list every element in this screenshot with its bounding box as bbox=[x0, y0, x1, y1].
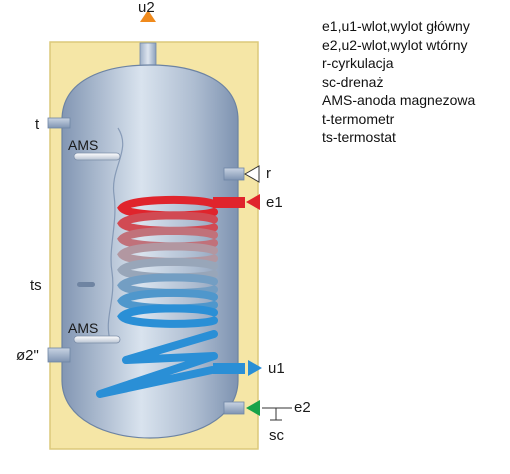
coil-inlet-e1 bbox=[213, 197, 245, 208]
anode-top bbox=[73, 152, 121, 161]
label-u2: u2 bbox=[138, 0, 155, 16]
legend-item: r-cyrkulacja bbox=[322, 55, 394, 71]
coil-loop bbox=[117, 304, 218, 328]
stub-e2 bbox=[223, 401, 245, 415]
label-r: r bbox=[266, 165, 271, 182]
legend-item: e1,u1-wlot,wylot główny bbox=[322, 18, 470, 34]
label-e1: e1 bbox=[266, 194, 283, 211]
label-ts: ts bbox=[30, 277, 42, 294]
thermostat-sensor bbox=[77, 282, 95, 287]
label-ams-bottom: AMS bbox=[68, 320, 98, 336]
coil-outlet-u1 bbox=[213, 363, 245, 374]
legend-item: ts-termostat bbox=[322, 129, 396, 145]
label-pipe-size: ø2" bbox=[16, 347, 39, 364]
triangle-right-icon bbox=[248, 360, 262, 376]
heating-coil bbox=[96, 195, 218, 398]
triangle-left-icon bbox=[246, 400, 260, 416]
triangle-up-icon bbox=[140, 10, 156, 22]
label-sc: sc bbox=[269, 427, 285, 444]
stub-pipe-size bbox=[47, 347, 71, 363]
label-e2: e2 bbox=[294, 399, 311, 416]
stub-t bbox=[47, 117, 71, 129]
coil-return-loop bbox=[96, 330, 218, 398]
legend: e1,u1-wlot,wylot główny e2,u2-wlot,wylot… bbox=[322, 17, 475, 147]
anode-bottom bbox=[73, 335, 121, 344]
stub-r bbox=[223, 167, 245, 181]
label-t: t bbox=[35, 116, 40, 133]
label-ams-top: AMS bbox=[68, 137, 98, 153]
legend-item: sc-drenaż bbox=[322, 73, 384, 90]
label-u1: u1 bbox=[268, 360, 285, 377]
legend-item: AMS-anoda magnezowa bbox=[322, 92, 476, 108]
legend-item: t-termometr bbox=[322, 110, 395, 127]
legend-item: e2,u2-wlot,wylot wtórny bbox=[322, 36, 468, 53]
tank-divider bbox=[107, 127, 124, 341]
triangle-left-icon bbox=[246, 194, 260, 210]
triangle-left-icon bbox=[243, 165, 260, 183]
